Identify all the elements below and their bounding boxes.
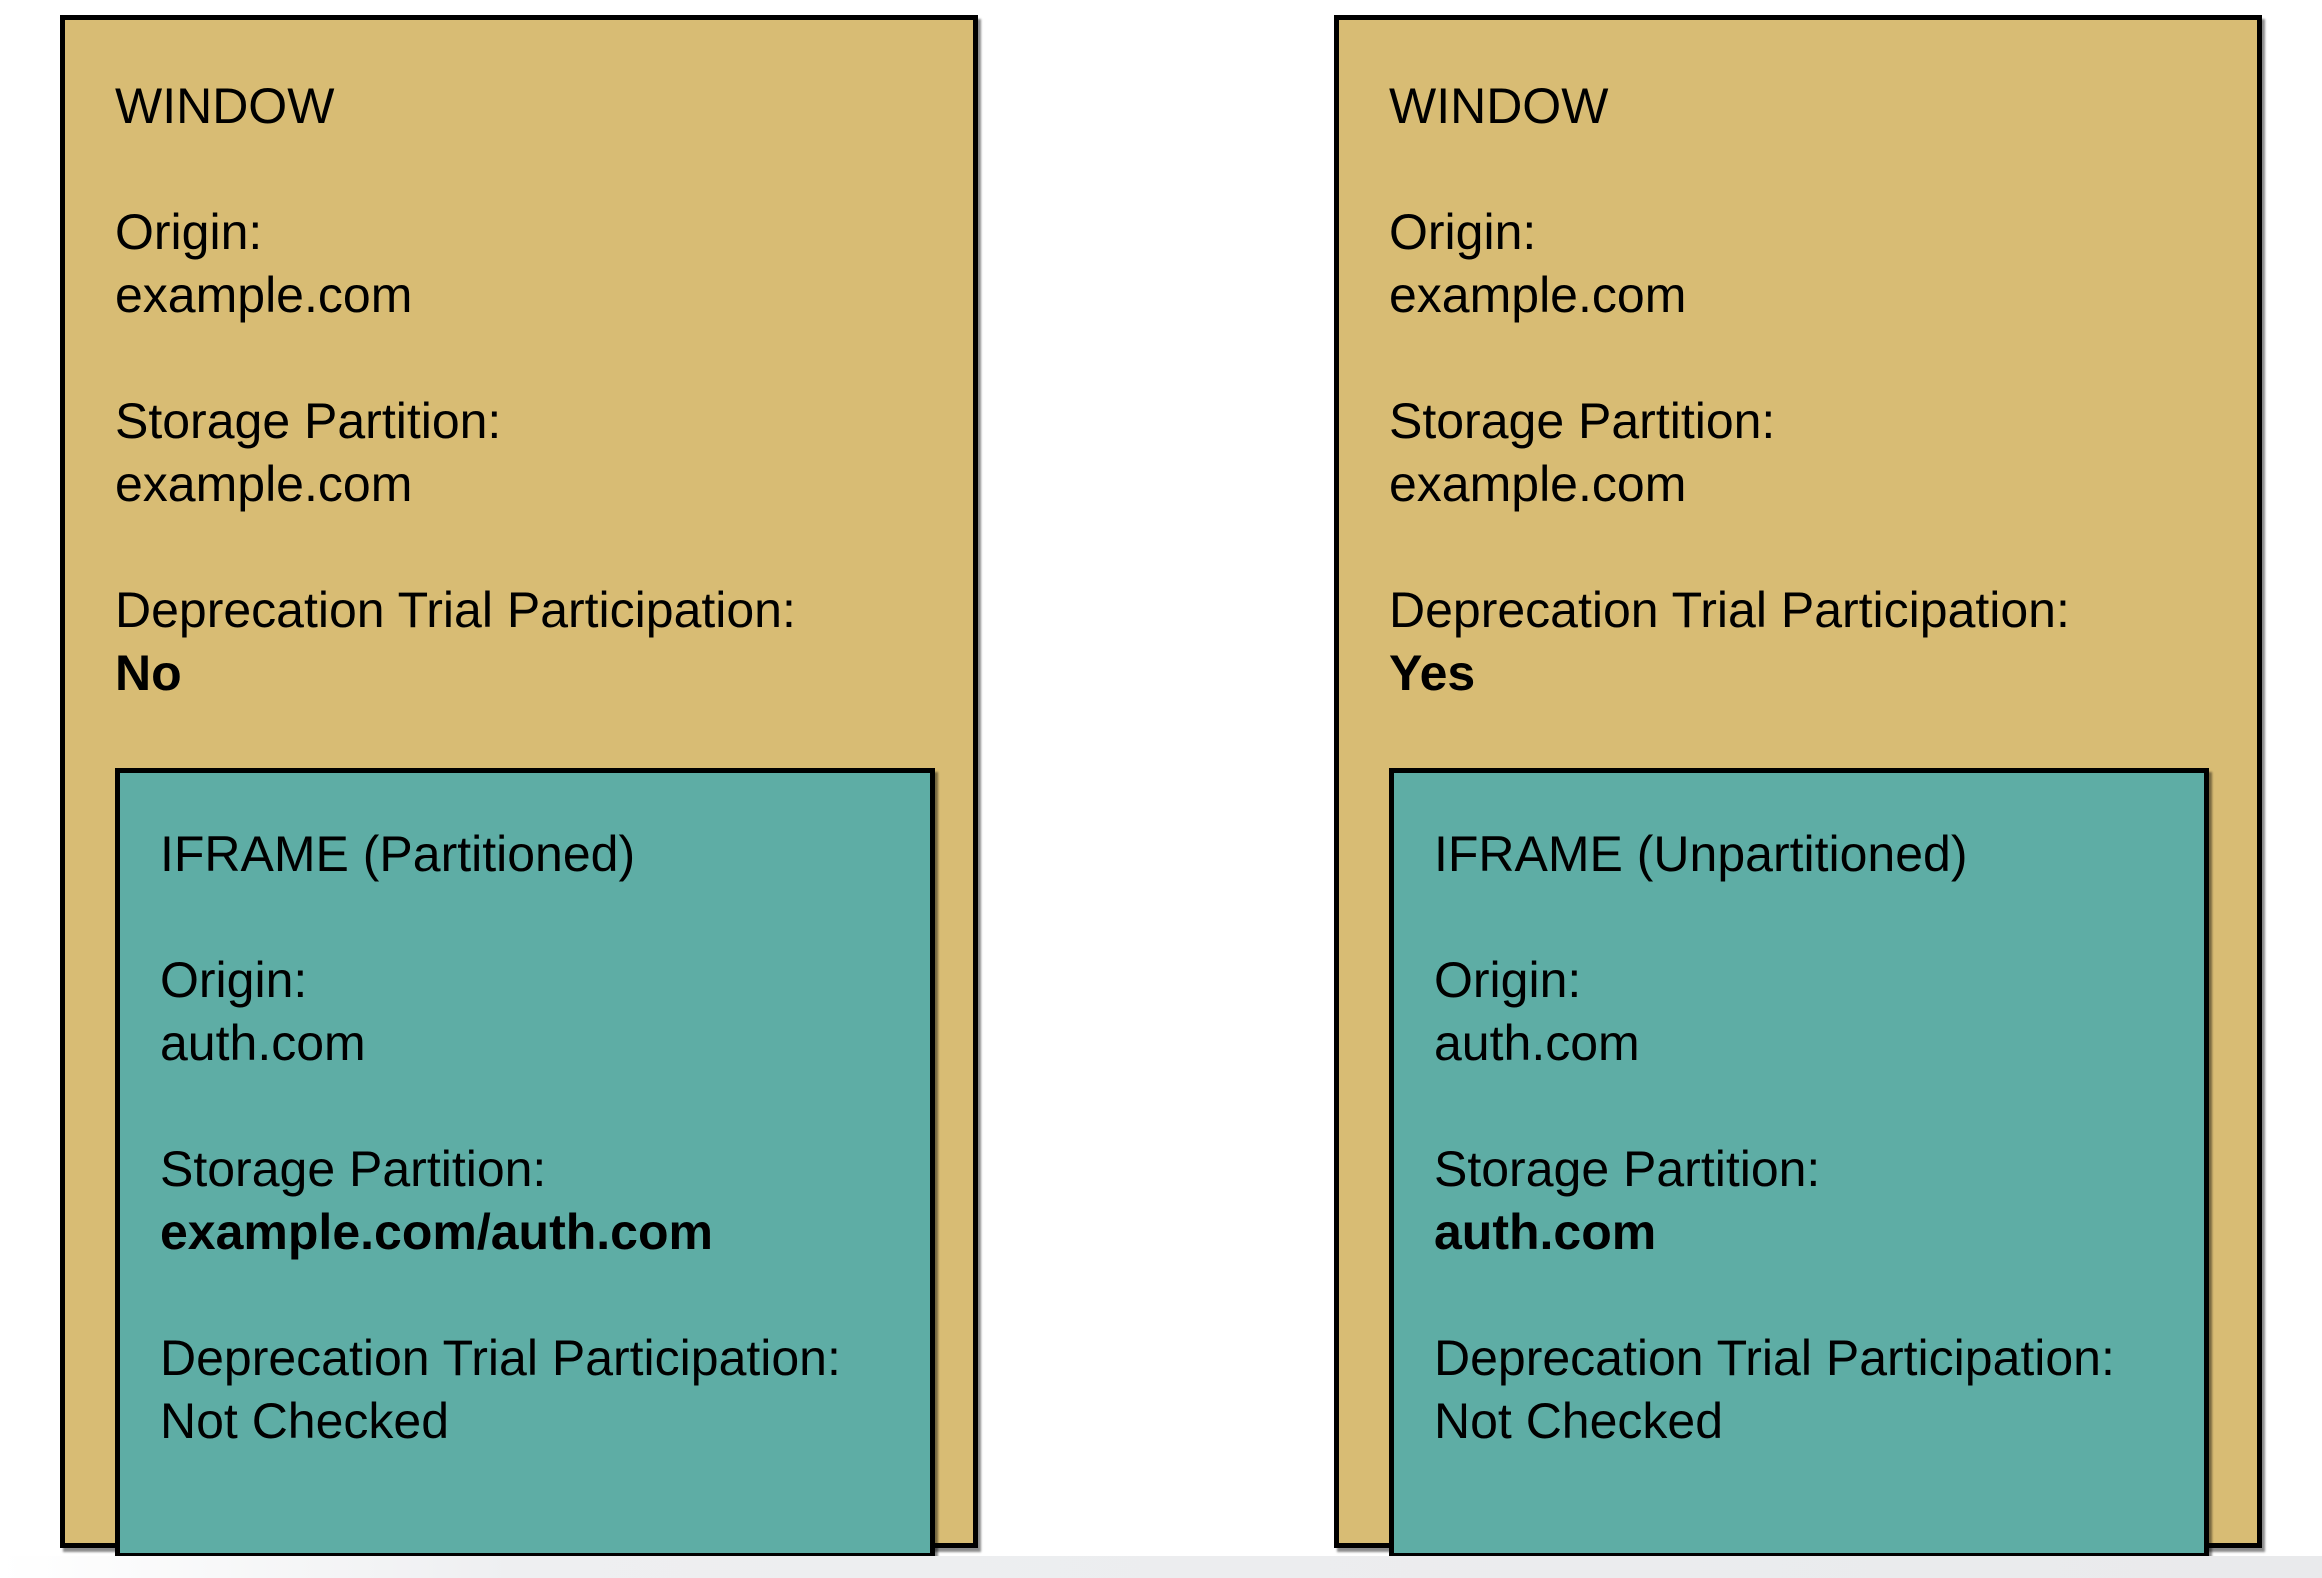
iframe-box-unpartitioned: IFRAME (Unpartitioned) Origin: auth.com … <box>1389 768 2209 1558</box>
iframe-deprecation-trial-group: Deprecation Trial Participation: Not Che… <box>160 1327 895 1453</box>
iframe-deprecation-trial-label: Deprecation Trial Participation: <box>160 1330 841 1386</box>
iframe-deprecation-trial-label: Deprecation Trial Participation: <box>1434 1330 2115 1386</box>
deprecation-trial-label: Deprecation Trial Participation: <box>1389 582 2070 638</box>
iframe-origin-group: Origin: auth.com <box>160 949 895 1075</box>
window-box-left: WINDOW Origin: example.com Storage Parti… <box>60 15 978 1558</box>
iframe-origin-value: auth.com <box>1434 1015 1640 1071</box>
deprecation-trial-group: Deprecation Trial Participation: No <box>115 579 933 705</box>
window-title: WINDOW <box>1389 78 1609 134</box>
iframe-storage-partition-group: Storage Partition: auth.com <box>1434 1138 2169 1264</box>
iframe-deprecation-trial-group: Deprecation Trial Participation: Not Che… <box>1434 1327 2169 1453</box>
deprecation-trial-value: No <box>115 645 182 701</box>
origin-label: Origin: <box>115 204 263 260</box>
deprecation-trial-value: Yes <box>1389 645 1476 701</box>
iframe-storage-partition-value: example.com/auth.com <box>160 1204 713 1260</box>
iframe-storage-partition-label: Storage Partition: <box>160 1141 547 1197</box>
origin-value: example.com <box>1389 267 1687 323</box>
window-bottom-edge-strip <box>0 1556 2322 1578</box>
iframe-origin-value: auth.com <box>160 1015 366 1071</box>
iframe-deprecation-trial-value: Not Checked <box>1434 1393 1724 1449</box>
iframe-origin-group: Origin: auth.com <box>1434 949 2169 1075</box>
storage-partition-group: Storage Partition: example.com <box>1389 390 2217 516</box>
window-box-right: WINDOW Origin: example.com Storage Parti… <box>1334 15 2262 1558</box>
window-title: WINDOW <box>115 78 335 134</box>
origin-group: Origin: example.com <box>115 201 933 327</box>
iframe-title: IFRAME (Unpartitioned) <box>1434 826 1968 882</box>
storage-partition-label: Storage Partition: <box>115 393 502 449</box>
iframe-storage-partition-group: Storage Partition: example.com/auth.com <box>160 1138 895 1264</box>
iframe-storage-partition-value: auth.com <box>1434 1204 1657 1260</box>
storage-partition-value: example.com <box>115 456 413 512</box>
deprecation-trial-group: Deprecation Trial Participation: Yes <box>1389 579 2217 705</box>
storage-partition-group: Storage Partition: example.com <box>115 390 933 516</box>
iframe-title: IFRAME (Partitioned) <box>160 826 636 882</box>
origin-group: Origin: example.com <box>1389 201 2217 327</box>
iframe-deprecation-trial-value: Not Checked <box>160 1393 450 1449</box>
origin-label: Origin: <box>1389 204 1537 260</box>
origin-value: example.com <box>115 267 413 323</box>
iframe-storage-partition-label: Storage Partition: <box>1434 1141 1821 1197</box>
iframe-origin-label: Origin: <box>1434 952 1582 1008</box>
storage-partition-label: Storage Partition: <box>1389 393 1776 449</box>
iframe-origin-label: Origin: <box>160 952 308 1008</box>
iframe-box-partitioned: IFRAME (Partitioned) Origin: auth.com St… <box>115 768 935 1558</box>
deprecation-trial-label: Deprecation Trial Participation: <box>115 582 796 638</box>
storage-partition-value: example.com <box>1389 456 1687 512</box>
